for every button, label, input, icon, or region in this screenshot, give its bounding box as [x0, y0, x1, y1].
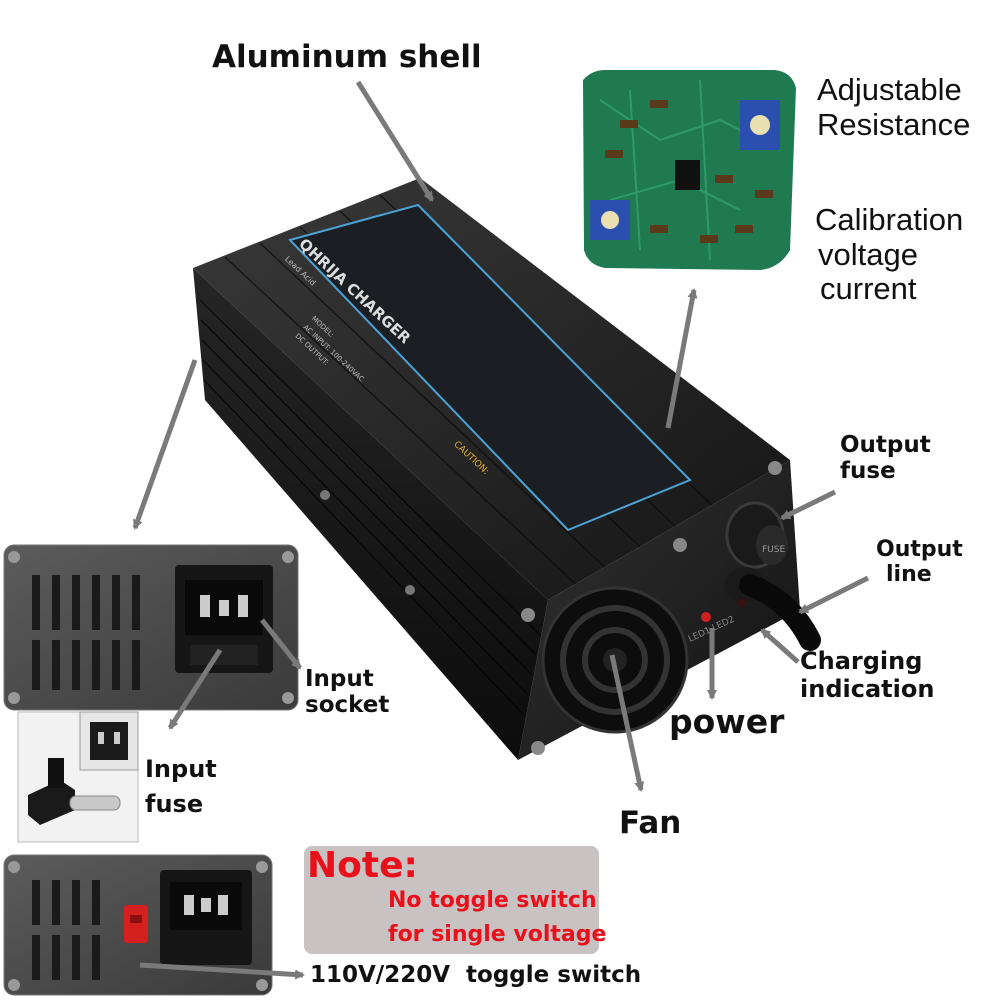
output-fuse-holder: FUSE: [725, 501, 788, 569]
pointer-arrows: [132, 80, 870, 980]
output-cable: [725, 567, 821, 651]
label-calibration-line3: current: [820, 271, 917, 307]
charge-led: [738, 599, 746, 607]
note-line-1: No toggle switch: [388, 888, 597, 913]
label-adjustable-line2: Resistance: [817, 106, 971, 142]
label-output-line-line2: line: [886, 562, 932, 588]
arrow-input-fuse: [167, 648, 223, 730]
note-box: [304, 846, 599, 954]
label-charging-line2: indication: [800, 674, 935, 703]
toggle-panel-image: [3, 854, 273, 996]
input-fuse-drawer: [190, 645, 258, 665]
input-fuse-detail-image: [17, 711, 139, 843]
label-calibration: Calibration voltage current: [815, 202, 964, 307]
label-fan: Fan: [619, 805, 682, 841]
note-line-2: for single voltage: [388, 922, 607, 947]
label-output-line-line1: Output: [876, 537, 963, 562]
arrow-aluminum-shell: [355, 80, 435, 202]
label-output-fuse-line2: fuse: [840, 458, 896, 485]
label-calibration-line2: voltage: [818, 236, 918, 272]
charger-long-side: [193, 268, 548, 760]
label-input-socket-line1: Input: [305, 666, 374, 692]
arrow-input-panel: [132, 359, 198, 530]
arrow-toggle-switch: [139, 962, 305, 980]
label-input-socket-line2: socket: [305, 692, 390, 719]
label-output-line: Output line: [876, 537, 963, 588]
input-panel-image: [3, 544, 299, 711]
power-led: [701, 612, 711, 622]
label-input-fuse-line2: fuse: [145, 789, 204, 818]
label-output-fuse: Output fuse: [840, 432, 931, 485]
label-input-socket: Input socket: [305, 666, 389, 719]
note-title: Note:: [307, 845, 418, 886]
label-input-fuse: Input fuse: [145, 752, 217, 822]
label-charging-line1: Charging: [800, 647, 923, 675]
arrow-output-line: [798, 575, 870, 615]
label-charging-indication: Charging indication: [800, 647, 935, 703]
label-input-fuse-line1: Input: [145, 755, 217, 783]
arrow-pcb: [665, 288, 698, 429]
label-aluminum-shell: Aluminum shell: [212, 39, 482, 75]
arrow-input-socket: [260, 618, 302, 670]
arrow-fan: [609, 654, 645, 792]
fuse-cap-text: FUSE: [762, 545, 785, 555]
arrow-charging-indication: [760, 628, 800, 664]
voltage-toggle-switch: [124, 905, 148, 943]
pcb-closeup-image: [583, 70, 796, 270]
label-power: power: [669, 702, 785, 741]
label-adjustable-line1: Adjustable: [817, 72, 962, 107]
label-toggle-switch: 110V/220V toggle switch: [310, 962, 642, 988]
label-output-fuse-line1: Output: [840, 432, 931, 458]
device-label-plate: [288, 203, 692, 532]
ic-chip: [675, 160, 700, 190]
label-adjustable-resistance: Adjustable Resistance: [817, 72, 971, 142]
label-calibration-line1: Calibration: [815, 202, 964, 237]
arrow-output-fuse: [780, 489, 837, 521]
